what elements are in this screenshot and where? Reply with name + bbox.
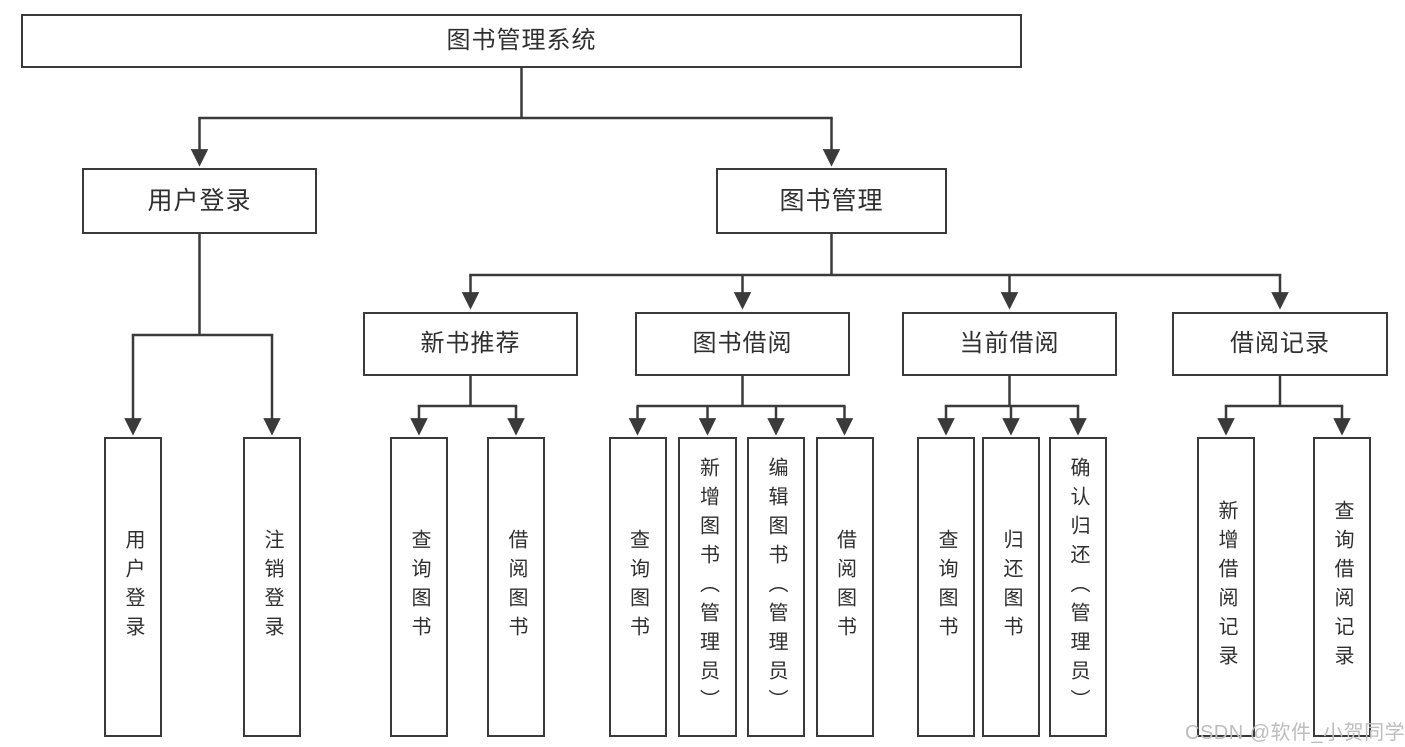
watermark: CSDN @软件_小贺同学 bbox=[1185, 722, 1405, 744]
node-label: 图书管理系统 bbox=[446, 27, 597, 54]
leaf-label: 查询图书 bbox=[626, 529, 649, 645]
leaf-confirm-return-admin: 确认归还（管理员） bbox=[1049, 437, 1107, 737]
node-book-borrowing: 图书借阅 bbox=[635, 312, 850, 376]
leaf-label: 新增图书（管理员） bbox=[696, 456, 719, 718]
leaf-label: 查询图书 bbox=[935, 529, 957, 645]
leaf-label: 注销登录 bbox=[261, 529, 283, 645]
leaf-label: 借阅图书 bbox=[833, 529, 856, 645]
node-borrowing-records: 借阅记录 bbox=[1172, 312, 1388, 376]
leaf-add-borrow-record: 新增借阅记录 bbox=[1197, 437, 1255, 737]
leaf-edit-books-admin: 编辑图书（管理员） bbox=[747, 437, 805, 737]
node-label: 图书管理 bbox=[779, 186, 884, 215]
leaf-borrow-books: 借阅图书 bbox=[815, 437, 874, 737]
leaf-borrow-query-books: 查询图书 bbox=[608, 437, 667, 737]
leaf-newbook-borrow-books: 借阅图书 bbox=[487, 437, 545, 737]
node-label: 图书借阅 bbox=[692, 330, 793, 357]
leaf-query-borrow-record: 查询借阅记录 bbox=[1313, 437, 1371, 737]
leaf-return-books: 归还图书 bbox=[982, 437, 1040, 737]
node-label: 当前借阅 bbox=[959, 330, 1060, 357]
leaf-label: 归还图书 bbox=[1000, 529, 1022, 645]
leaf-user-login: 用户登录 bbox=[104, 437, 162, 737]
leaf-label: 新增借阅记录 bbox=[1215, 500, 1237, 674]
leaf-label: 查询借阅记录 bbox=[1331, 500, 1353, 674]
leaf-add-books-admin: 新增图书（管理员） bbox=[678, 437, 737, 737]
leaf-label: 编辑图书（管理员） bbox=[765, 456, 787, 718]
node-label: 用户登录 bbox=[147, 186, 252, 215]
node-current-borrowing: 当前借阅 bbox=[902, 312, 1117, 376]
node-label: 新书推荐 bbox=[420, 330, 521, 357]
node-label: 借阅记录 bbox=[1230, 330, 1330, 357]
node-library-management-system: 图书管理系统 bbox=[21, 14, 1022, 68]
leaf-label: 确认归还（管理员） bbox=[1067, 456, 1089, 718]
node-book-management: 图书管理 bbox=[716, 168, 947, 234]
leaf-label: 借阅图书 bbox=[505, 529, 527, 645]
leaf-newbook-query-books: 查询图书 bbox=[390, 437, 448, 737]
leaf-label: 用户登录 bbox=[122, 529, 144, 645]
leaf-current-query-books: 查询图书 bbox=[917, 437, 975, 737]
node-new-book-recommendation: 新书推荐 bbox=[363, 312, 578, 376]
node-user-login: 用户登录 bbox=[82, 168, 317, 234]
leaf-label: 查询图书 bbox=[408, 529, 430, 645]
leaf-logout: 注销登录 bbox=[243, 437, 301, 737]
